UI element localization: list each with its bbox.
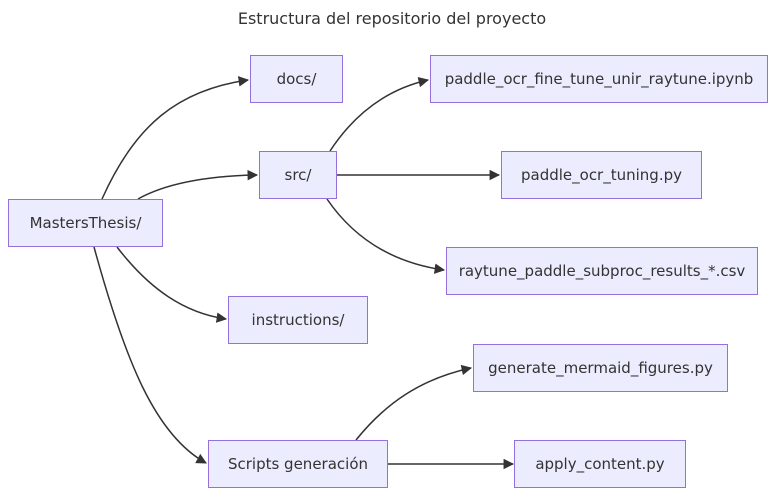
node-paddle-ocr-tuning-py: paddle_ocr_tuning.py — [501, 151, 702, 199]
node-generate-mermaid-figures-py: generate_mermaid_figures.py — [473, 344, 728, 392]
edge-root-to-scripts — [93, 246, 207, 464]
node-raytune-results-csv-label: raytune_paddle_subproc_results_*.csv — [458, 262, 746, 280]
node-mastersthesis: MastersThesis/ — [8, 199, 163, 247]
edge-root-to-docs — [101, 76, 250, 200]
node-src: src/ — [259, 151, 337, 199]
node-paddle-ocr-fine-tune-ipynb: paddle_ocr_fine_tune_unir_raytune.ipynb — [430, 55, 768, 103]
node-instructions-label: instructions/ — [251, 311, 345, 329]
edge-src-to-csv — [326, 198, 446, 274]
node-paddle-ocr-fine-tune-ipynb-label: paddle_ocr_fine_tune_unir_raytune.ipynb — [444, 70, 754, 88]
node-docs: docs/ — [250, 55, 343, 103]
node-docs-label: docs/ — [276, 70, 317, 88]
node-paddle-ocr-tuning-py-label: paddle_ocr_tuning.py — [520, 166, 682, 184]
node-generate-mermaid-figures-py-label: generate_mermaid_figures.py — [488, 359, 713, 377]
node-apply-content-py: apply_content.py — [514, 440, 686, 488]
node-scripts-generacion-label: Scripts generación — [227, 455, 369, 473]
node-src-label: src/ — [284, 166, 312, 184]
node-apply-content-py-label: apply_content.py — [535, 455, 665, 473]
node-instructions: instructions/ — [228, 296, 368, 344]
node-scripts-generacion: Scripts generación — [208, 440, 388, 488]
edge-scripts-to-generate — [355, 364, 473, 441]
edge-src-to-ipynb — [329, 76, 430, 152]
node-raytune-results-csv: raytune_paddle_subproc_results_*.csv — [446, 247, 758, 295]
node-mastersthesis-label: MastersThesis/ — [29, 214, 142, 232]
diagram-title: Estructura del repositorio del proyecto — [237, 9, 547, 28]
edge-root-to-instructions — [116, 246, 228, 323]
edge-root-to-src — [137, 169, 259, 200]
